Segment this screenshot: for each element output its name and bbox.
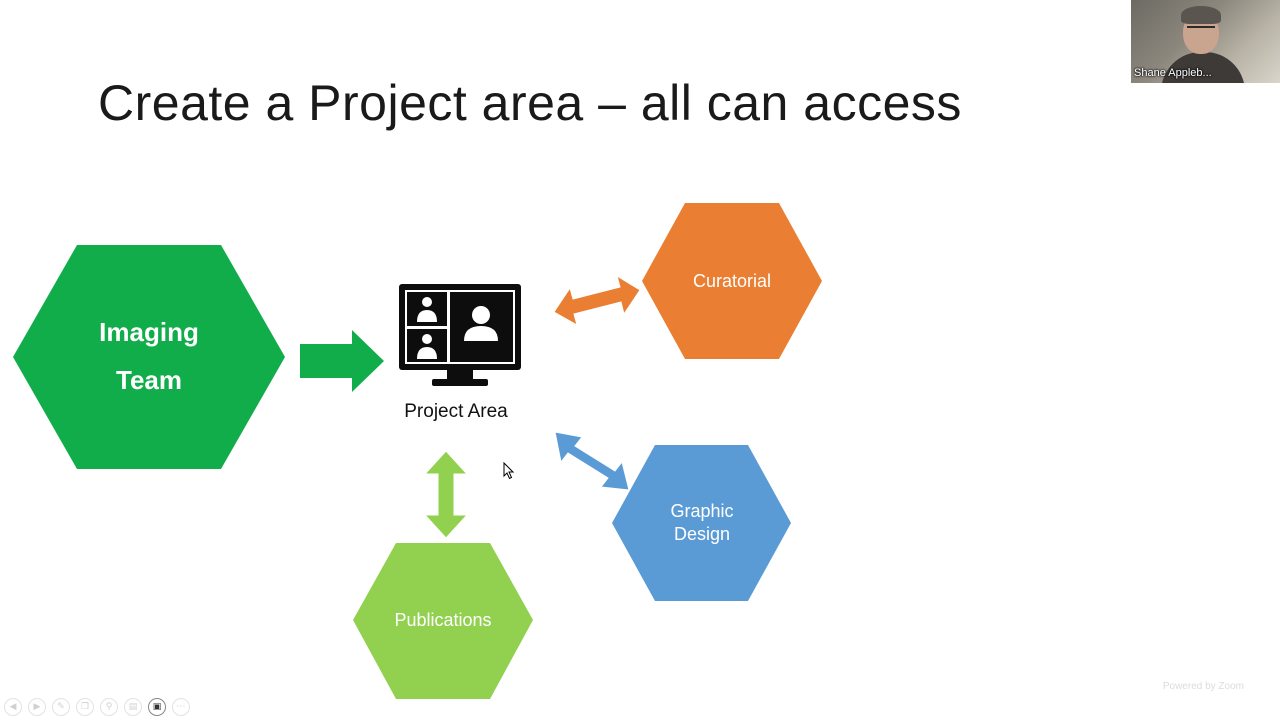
camera-icon[interactable]: ▣: [148, 698, 166, 716]
participant-hair: [1181, 6, 1221, 24]
graphic-design-label-line2: Design: [674, 524, 730, 544]
slideshow-toolbar: ◀ ▶ ✎ ❐ ⚲ ▤ ▣ ⋯: [4, 698, 190, 716]
participant-glasses: [1187, 26, 1215, 34]
mouse-cursor-icon: [503, 462, 515, 480]
arrow-imaging-to-project: [300, 330, 384, 392]
computer-monitor-people-icon: [399, 284, 521, 386]
copy-icon[interactable]: ❐: [76, 698, 94, 716]
imaging-team-label-line2: Team: [116, 365, 182, 395]
publications-label: Publications: [394, 610, 491, 630]
arrow-project-publications: [423, 450, 469, 539]
graphic-design-label-line1: Graphic: [670, 501, 733, 521]
imaging-team-node: Imaging Team: [13, 245, 285, 469]
imaging-team-label-line1: Imaging: [99, 317, 199, 347]
arrow-project-graphic-design: [554, 431, 630, 491]
curatorial-node: Curatorial: [642, 203, 822, 359]
arrow-project-curatorial: [553, 274, 641, 327]
zoom-watermark: Powered by Zoom: [1162, 681, 1244, 692]
participant-name: Shane Appleb...: [1134, 67, 1212, 79]
pen-icon[interactable]: ✎: [52, 698, 70, 716]
slide-title: Create a Project area – all can access: [98, 75, 962, 131]
publications-node: Publications: [353, 543, 533, 699]
graphic-design-node: Graphic Design: [612, 445, 791, 601]
project-area-label: Project Area: [404, 401, 508, 422]
participant-video-tile[interactable]: Shane Appleb...: [1131, 0, 1280, 83]
play-icon[interactable]: ▶: [28, 698, 46, 716]
previous-icon[interactable]: ◀: [4, 698, 22, 716]
curatorial-label: Curatorial: [693, 271, 771, 291]
zoom-icon[interactable]: ⚲: [100, 698, 118, 716]
more-icon[interactable]: ⋯: [172, 698, 190, 716]
subtitles-icon[interactable]: ▤: [124, 698, 142, 716]
